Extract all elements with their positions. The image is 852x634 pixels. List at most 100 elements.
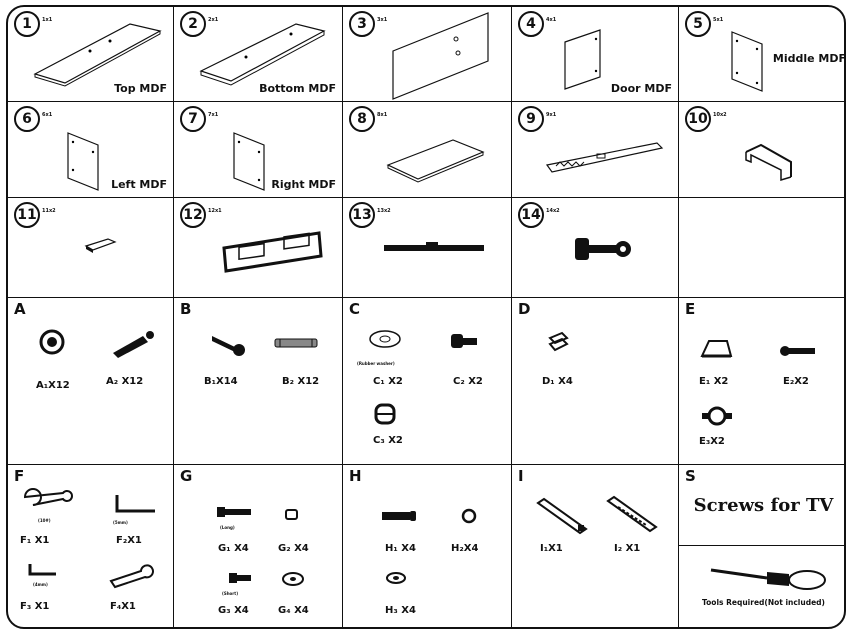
hardware-letter: H xyxy=(349,467,362,485)
hardware-cell-e: E E₁ X2 E₂X2 E₃X2 xyxy=(679,298,844,464)
hardware-label: I₁X1 xyxy=(540,543,563,554)
part-number: 12 xyxy=(180,202,206,228)
screwdriver-icon xyxy=(710,568,826,590)
shelf-icon xyxy=(386,139,485,183)
strip-icon xyxy=(384,242,484,251)
hardware-label: F₁ X1 xyxy=(20,535,50,546)
part-qty: 2x1 xyxy=(208,17,219,23)
hardware-label: I₂ X1 xyxy=(614,543,641,554)
part-number: 14 xyxy=(518,202,544,228)
part-label: Middle MDF xyxy=(772,52,846,65)
hardware-note: (5mm) xyxy=(113,520,128,525)
part-qty: 5x1 xyxy=(713,17,724,23)
panel-icon xyxy=(33,23,162,87)
part-cell-12: 12 12x1 xyxy=(174,198,342,297)
cap-icon xyxy=(374,403,396,425)
part-number: 1 xyxy=(14,11,40,37)
part-cell-6: 6 6x1 Left MDF xyxy=(8,102,173,197)
part-cell-9: 9 9x1 xyxy=(512,102,678,197)
part-qty: 4x1 xyxy=(546,17,557,23)
hardware-letter: C xyxy=(349,300,361,318)
washer-small-icon xyxy=(282,572,304,586)
part-number: 6 xyxy=(14,106,40,132)
hardware-cell-c: C (Rubber washer) C₁ X2 C₂ X2 C₃ X2 xyxy=(343,298,511,464)
panel-icon xyxy=(67,132,99,191)
part-label: Door MDF xyxy=(610,82,672,95)
hardware-label: F₄X1 xyxy=(110,601,136,612)
hardware-letter: A xyxy=(14,300,26,318)
short-bolt-icon xyxy=(229,573,251,583)
dowel-icon xyxy=(274,338,318,348)
part-cell-10: 10 10x2 xyxy=(679,102,844,197)
hardware-cell-g: G (Long) G₁ X4 G₂ X4 (Short) G₃ X4 G₄ X4 xyxy=(174,465,342,627)
hardware-label: B₂ X12 xyxy=(282,376,320,387)
hardware-cell-f: F (10#) (5mm) F₁ X1 F₂X1 (4mm) F₃ X1 F₄X… xyxy=(8,465,173,627)
hex-key-icon xyxy=(115,495,155,513)
hardware-note: (Long) xyxy=(220,525,235,530)
bolt-icon xyxy=(451,334,477,348)
part-qty: 12x1 xyxy=(208,208,222,214)
part-number: 2 xyxy=(180,11,206,37)
part-qty: 7x1 xyxy=(208,112,219,118)
part-qty: 14x2 xyxy=(546,208,560,214)
grid-line xyxy=(173,7,174,627)
panel-icon xyxy=(199,23,326,86)
part-qty: 13x2 xyxy=(377,208,391,214)
part-number: 11 xyxy=(14,202,40,228)
hardware-label: F₂X1 xyxy=(116,535,142,546)
wrench-icon xyxy=(23,488,73,506)
part-number: 13 xyxy=(349,202,375,228)
rail-right-icon xyxy=(606,495,658,533)
part-qty: 6x1 xyxy=(42,112,53,118)
part-qty: 1x1 xyxy=(42,17,53,23)
hardware-cell-b: B B₁X14 B₂ X12 xyxy=(174,298,342,464)
hardware-label: G₂ X4 xyxy=(278,543,309,554)
wrench-small-icon xyxy=(109,564,154,589)
part-qty: 8x1 xyxy=(377,112,388,118)
part-number: 9 xyxy=(518,106,544,132)
hardware-label: H₂X4 xyxy=(451,543,479,554)
bracket-icon xyxy=(222,231,323,273)
screw-icon xyxy=(212,336,245,356)
part-label: Bottom MDF xyxy=(259,82,336,95)
part-label: Right MDF xyxy=(271,178,336,191)
cable-clip-icon xyxy=(702,406,732,426)
screws-for-tv-text: Screws for TV xyxy=(693,495,834,516)
part-qty: 11x2 xyxy=(42,208,56,214)
part-cell-7: 7 7x1 Right MDF xyxy=(174,102,342,197)
hardware-cell-s: S Screws for TV xyxy=(679,465,844,545)
hardware-cell-i: I I₁X1 I₂ X1 xyxy=(512,465,678,627)
hardware-label: A₁X12 xyxy=(36,380,70,391)
cam-lock-icon xyxy=(39,329,65,355)
hardware-label: E₁ X2 xyxy=(699,376,729,387)
hardware-letter: D xyxy=(518,300,531,318)
nut-icon xyxy=(285,509,298,520)
hardware-label: C₁ X2 xyxy=(373,376,403,387)
grid-line xyxy=(8,297,844,298)
grid-line xyxy=(8,197,844,198)
part-cell-11: 11 11x2 xyxy=(8,198,173,297)
hardware-label: B₁X14 xyxy=(204,376,238,387)
hardware-label: F₃ X1 xyxy=(20,601,50,612)
clip-bracket-icon xyxy=(700,340,733,358)
hardware-note: (4mm) xyxy=(33,582,48,587)
part-number: 10 xyxy=(685,106,711,132)
part-label: Top MDF xyxy=(114,82,167,95)
hardware-letter: B xyxy=(180,300,192,318)
grid-line xyxy=(8,101,844,102)
part-number: 5 xyxy=(685,11,711,37)
grid-line xyxy=(8,464,844,465)
part-label: Left MDF xyxy=(111,178,167,191)
hardware-cell-h: H H₁ X4 H₂X4 H₃ X4 xyxy=(343,465,511,627)
hardware-note: (Short) xyxy=(222,591,239,596)
long-screw-icon xyxy=(780,346,815,356)
bracket-small-icon xyxy=(548,331,569,352)
part-qty: 3x1 xyxy=(377,17,388,23)
hardware-note: (Rubber washer) xyxy=(357,361,395,366)
hinge-icon xyxy=(575,238,631,260)
tools-required-text: Tools Required(Not included) xyxy=(702,598,825,607)
part-cell-2: 2 2x1 Bottom MDF xyxy=(174,7,342,101)
part-cell-3: 3 3x1 xyxy=(343,7,511,101)
hardware-label: C₃ X2 xyxy=(373,435,403,446)
part-cell-5: 5 5x1 Middle MDF xyxy=(679,7,846,101)
